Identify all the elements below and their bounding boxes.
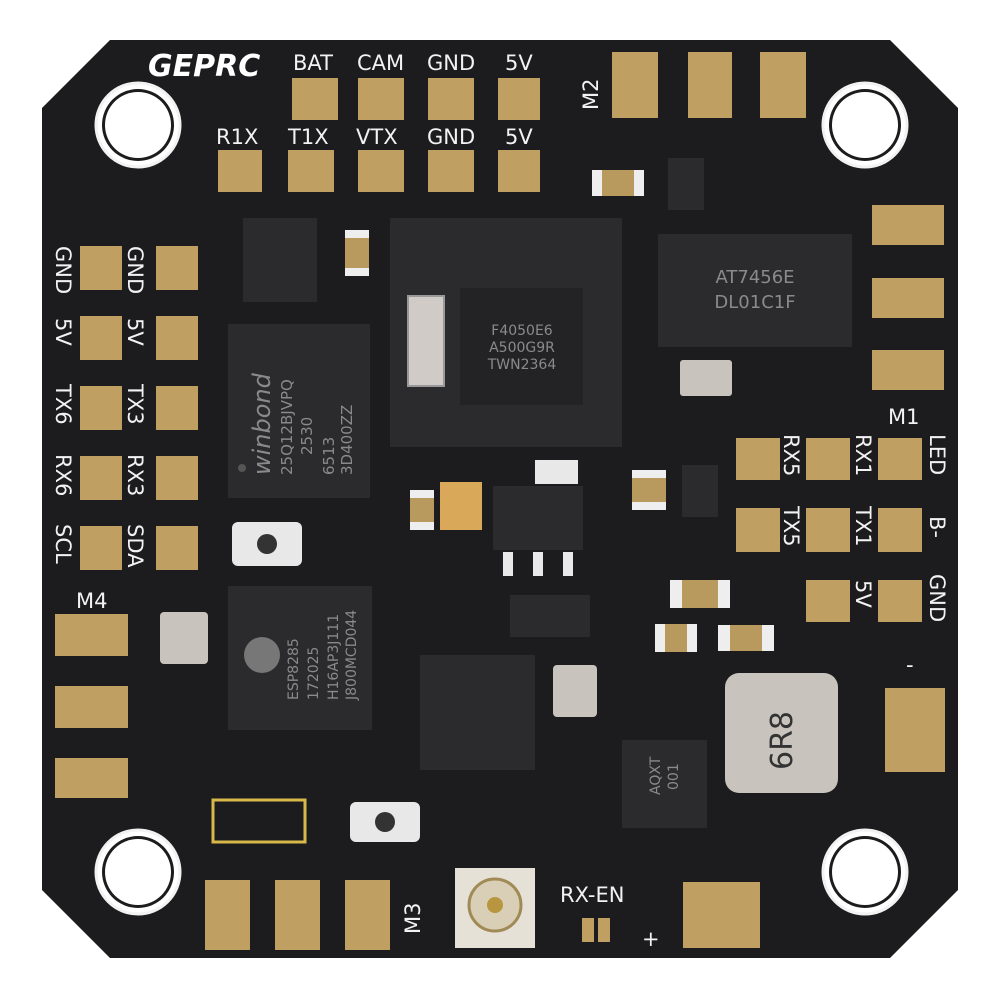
label-bat: BAT: [293, 51, 333, 75]
m3-pads[interactable]: [205, 880, 390, 950]
label-tx3: TX3: [123, 383, 147, 425]
label-gnd-inner: GND: [123, 246, 147, 294]
svg-text:TWN2364: TWN2364: [487, 357, 557, 373]
label-m1: M1: [888, 405, 919, 429]
left-labels-inner: GND 5V TX3 RX3 SDA: [123, 246, 147, 568]
label-5v: 5V: [505, 51, 533, 75]
label-m4: M4: [76, 589, 107, 613]
svg-text:AQXT: AQXT: [648, 756, 664, 795]
m4-pads[interactable]: [55, 614, 128, 798]
svg-text:3D400ZZ: 3D400ZZ: [338, 405, 356, 475]
label-scl: SCL: [51, 524, 75, 564]
label-rx5: RX5: [779, 434, 803, 476]
label-m3: M3: [401, 903, 425, 934]
m2-pads[interactable]: [612, 52, 806, 118]
rx-en-pads[interactable]: [582, 918, 610, 942]
label-rx1: RX1: [851, 434, 875, 476]
mosfet-2: [668, 158, 704, 210]
label-rx-en: RX-EN: [560, 883, 625, 907]
crystal: [160, 612, 208, 664]
left-labels-outer: GND 5V TX6 RX6 SCL: [51, 246, 75, 564]
flash-chip: winbond 25Q12BJVPQ 2530 6513 3D400ZZ: [228, 324, 370, 498]
label-gnd: GND: [427, 51, 475, 75]
led-indicator: [211, 798, 307, 844]
right-pads[interactable]: [736, 438, 922, 622]
label-tx1: TX1: [851, 505, 875, 547]
label-minus: -: [906, 653, 914, 677]
smd-components: [345, 170, 774, 652]
label-sda: SDA: [123, 524, 147, 568]
regulator-chip: AQXT 001: [622, 740, 707, 828]
label-t1x: T1X: [287, 125, 329, 149]
label-r1x: R1X: [216, 125, 258, 149]
label-gnd-2: GND: [427, 125, 475, 149]
mosfet: [682, 465, 718, 517]
label-m2: M2: [579, 79, 603, 110]
battery-positive-pad[interactable]: [683, 882, 760, 948]
label-5v-left: 5V: [51, 318, 75, 346]
label-vtx: VTX: [356, 125, 398, 149]
inductor: 6R8: [725, 673, 838, 793]
power-ic: [420, 655, 535, 770]
antenna-connector[interactable]: [455, 868, 535, 948]
label-5v-2: 5V: [505, 125, 533, 149]
label-cam: CAM: [357, 51, 404, 75]
right-labels: RX5 RX1 LED TX5 TX1 B- 5V GND: [779, 434, 949, 622]
m1-pads[interactable]: [872, 205, 944, 390]
top-pads-row1[interactable]: [292, 78, 540, 120]
reset-button[interactable]: [350, 802, 420, 842]
svg-text:ESP8285: ESP8285: [286, 638, 302, 700]
left-pads[interactable]: [80, 246, 198, 570]
label-5v-right: 5V: [851, 580, 875, 608]
mcu-chip: F4050E6 A500G9R TWN2364: [390, 218, 622, 447]
svg-text:25Q12BJVPQ: 25Q12BJVPQ: [278, 379, 296, 475]
svg-text:J800MCD044: J800MCD044: [344, 610, 360, 701]
label-gnd-left: GND: [51, 246, 75, 294]
crystal-3: [680, 360, 732, 396]
label-tx5: TX5: [779, 505, 803, 547]
voltage-regulator: [493, 460, 583, 576]
diode: [510, 595, 590, 637]
small-ic: [243, 218, 317, 302]
label-b-minus: B-: [925, 516, 949, 538]
svg-text:001: 001: [666, 763, 682, 790]
label-plus: +: [642, 927, 660, 951]
capacitor: [440, 482, 482, 530]
label-5v-inner: 5V: [123, 318, 147, 346]
top-labels-row1: BAT CAM GND 5V: [293, 51, 533, 75]
battery-negative-pad[interactable]: [885, 688, 945, 772]
top-labels-row2: R1X T1X VTX GND 5V: [216, 125, 533, 149]
svg-text:H16AP3J111: H16AP3J111: [326, 614, 342, 700]
label-rx3: RX3: [123, 454, 147, 496]
crystal-2: [553, 665, 597, 717]
svg-text:F4050E6: F4050E6: [491, 323, 553, 339]
osd-chip: AT7456E DL01C1F: [658, 234, 852, 347]
label-tx6: TX6: [51, 383, 75, 425]
svg-text:2530: 2530: [298, 417, 316, 455]
top-pads-row2[interactable]: [218, 150, 540, 192]
boot-button[interactable]: [232, 522, 302, 566]
geprc-logo: GEPRC: [148, 49, 260, 84]
label-gnd-right: GND: [925, 574, 949, 622]
label-led: LED: [925, 434, 949, 475]
svg-text:A500G9R: A500G9R: [489, 340, 555, 356]
svg-text:172025: 172025: [306, 647, 322, 700]
svg-text:6513: 6513: [320, 437, 338, 475]
svg-text:AT7456E: AT7456E: [715, 267, 794, 288]
svg-text:DL01C1F: DL01C1F: [714, 292, 795, 313]
label-rx6: RX6: [51, 454, 75, 496]
wifi-chip: ESP8285 172025 H16AP3J111 J800MCD044: [228, 586, 372, 730]
svg-text:winbond: winbond: [248, 372, 276, 475]
svg-text:6R8: 6R8: [765, 711, 800, 770]
